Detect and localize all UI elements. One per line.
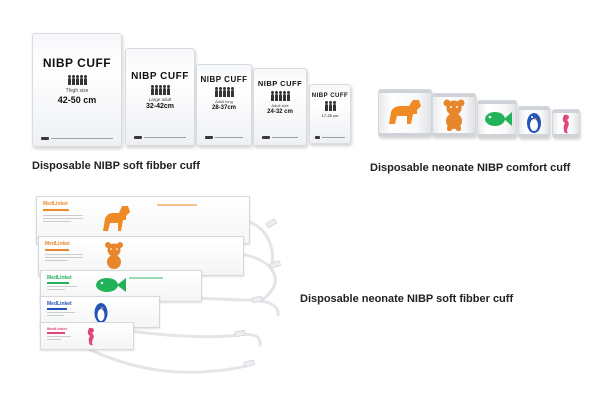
comfort-cuff-penguin	[518, 106, 550, 138]
brand-label: MedLinket	[47, 326, 67, 331]
pack-size-label: Adult long	[215, 99, 233, 104]
pack-size-range: 28-37cm	[211, 105, 237, 111]
brand-logo-icon	[262, 136, 298, 139]
pack-title: NIBP CUFF	[200, 75, 248, 84]
neonate-cuff-seahorse: MedLinket	[40, 322, 134, 350]
penguin-icon	[94, 303, 108, 323]
pack-title: NIBP CUFF	[311, 93, 349, 99]
horse-icon	[103, 206, 130, 231]
size-figures-icon	[197, 87, 251, 97]
brand-label: MedLinket	[43, 201, 68, 207]
pack-size-label: Adult size	[271, 103, 289, 108]
cuff-pack-large-adult: NIBP CUFF Large adult 32-42cm	[125, 48, 195, 146]
size-figures-icon	[33, 75, 121, 85]
comfort-cuff-caption: Disposable neonate NIBP comfort cuff	[370, 162, 571, 174]
brand-logo-icon	[41, 137, 113, 140]
cuff-pack-adult-long: NIBP CUFF Adult long 28-37cm	[196, 64, 252, 146]
pack-size-range: 24-32 cm	[267, 109, 293, 115]
comfort-cuff-seahorse	[552, 109, 580, 138]
pack-size-range: 17-25 cm	[321, 113, 339, 118]
brand-label: MedLinket	[45, 241, 70, 247]
comfort-cuff-horse	[378, 89, 432, 137]
comfort-cuff-fish	[477, 100, 517, 138]
pack-size-range: 32-42cm	[145, 103, 175, 110]
pack-title: NIBP CUFF	[131, 71, 189, 82]
fish-icon	[96, 278, 126, 292]
neonate-soft-cuff-caption: Disposable neonate NIBP soft fibber cuff	[300, 293, 514, 305]
brand-logo-icon	[205, 136, 243, 139]
seahorse-icon	[562, 114, 569, 134]
brand-label: MedLinket	[47, 301, 72, 307]
brand-logo-icon	[315, 136, 345, 139]
size-figures-icon	[126, 85, 194, 95]
seahorse-icon	[87, 327, 94, 346]
pack-size-range: 42-50 cm	[57, 95, 97, 105]
pack-title: NIBP CUFF	[42, 56, 112, 70]
cuff-pack-small: NIBP CUFF 17-25 cm	[309, 84, 351, 144]
soft-fibber-cuff-caption: Disposable NIBP soft fibber cuff	[32, 160, 200, 172]
bear-icon	[105, 242, 123, 269]
comfort-cuff-bear	[432, 93, 476, 137]
pack-title: NIBP CUFF	[257, 79, 303, 88]
neonate-cuff-bear: MedLinket	[38, 236, 244, 276]
cuff-pack-adult: NIBP CUFF Adult size 24-32 cm	[253, 68, 307, 146]
pack-size-label: Thigh size	[65, 88, 89, 94]
bear-icon	[443, 99, 465, 131]
size-figures-icon	[254, 91, 306, 101]
brand-logo-icon	[134, 136, 186, 139]
pack-size-label: Large adult	[148, 97, 172, 102]
size-figures-icon	[310, 101, 350, 111]
horse-icon	[389, 100, 421, 124]
fish-icon	[485, 112, 512, 126]
brand-label: MedLinket	[47, 275, 72, 281]
cuff-pack-thigh: NIBP CUFF Thigh size 42-50 cm	[32, 33, 122, 147]
penguin-icon	[527, 113, 541, 133]
